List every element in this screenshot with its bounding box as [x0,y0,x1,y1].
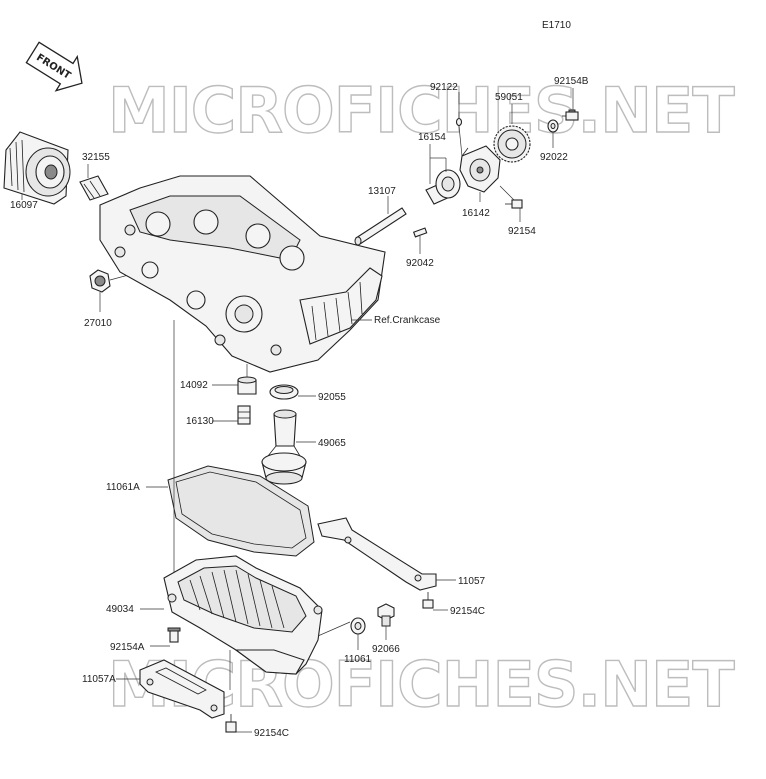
label-16142: 16142 [462,208,490,219]
label-92154C-upper: 92154C [450,606,485,617]
pipe-32155[interactable] [79,175,109,201]
oil-strainer-49065[interactable] [261,409,307,485]
bracket-11057[interactable] [317,517,437,591]
bolt-92154[interactable] [505,199,523,209]
pump-body-16142[interactable] [459,145,501,193]
label-13107: 13107 [368,186,396,197]
label-92066: 92066 [372,644,400,655]
oil-pan-49034[interactable] [163,555,323,675]
bolt-92154C-lower[interactable] [225,714,237,733]
clip-92122[interactable] [455,117,463,127]
label-27010: 27010 [84,318,112,329]
ref-crankcase-label: Ref.Crankcase [374,315,441,326]
bolt-92154C-upper[interactable] [422,592,434,609]
bolt-92154B[interactable] [562,109,579,121]
label-14092: 14092 [180,380,208,391]
label-92154A: 92154A [110,642,145,653]
shaft-13107[interactable] [354,207,407,246]
label-92154: 92154 [508,226,536,237]
watermark-top: MICROFICHES.NET [108,74,734,147]
washer-11061[interactable] [350,617,366,635]
label-92122: 92122 [430,82,458,93]
label-92154B: 92154B [554,76,589,87]
relief-valve-16130[interactable] [237,405,251,425]
label-92042: 92042 [406,258,434,269]
drain-plug-92066[interactable] [377,603,395,627]
label-16097: 16097 [10,200,38,211]
diagram-code: E1710 [542,20,571,31]
label-59051: 59051 [495,92,523,103]
label-49034: 49034 [106,604,134,615]
plug-27010[interactable] [89,269,111,293]
sprocket-59051[interactable] [493,125,531,163]
label-92055: 92055 [318,392,346,403]
crankcase-upper [99,175,386,373]
cap-14092[interactable] [237,376,257,395]
label-49065: 49065 [318,438,346,449]
pin-92042[interactable] [412,227,428,238]
rotor-16154[interactable] [425,169,461,205]
label-92154C-lower: 92154C [254,728,289,739]
label-11057: 11057 [458,576,486,587]
label-16154: 16154 [418,132,446,143]
label-11057A: 11057A [82,674,116,685]
washer-92022[interactable] [547,119,559,133]
label-92022: 92022 [540,152,568,163]
label-32155: 32155 [82,152,110,163]
o-ring-92055[interactable] [269,384,299,400]
bracket-11057A[interactable] [139,659,225,719]
oil-filter-16097[interactable] [3,131,71,205]
label-11061A: 11061A [106,482,140,493]
gasket-11061A[interactable] [167,465,315,557]
bolt-92154A[interactable] [167,627,181,643]
label-16130: 16130 [186,416,214,427]
label-11061: 11061 [344,654,372,665]
front-arrow-icon: FRONT [25,41,83,92]
